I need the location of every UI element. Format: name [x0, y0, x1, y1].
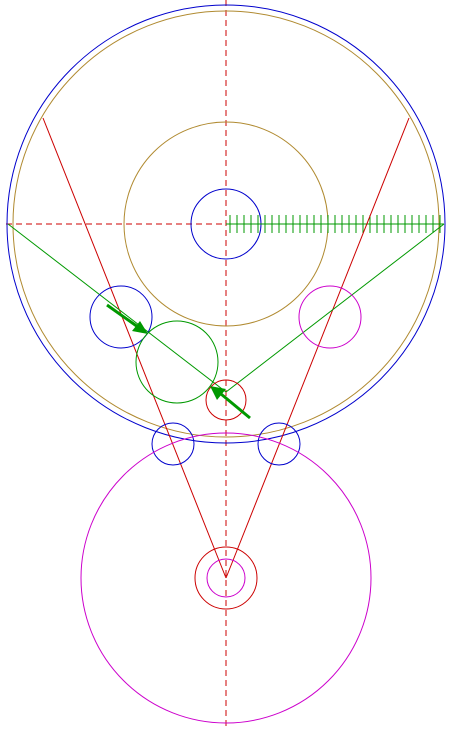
lower-hub-magenta-circle	[206, 558, 246, 598]
green-circle	[135, 320, 219, 404]
lower-hub-red-circle	[194, 546, 258, 610]
magenta-circle-right	[298, 285, 362, 349]
red-small-circle	[205, 379, 247, 421]
blue-circle-left	[89, 285, 153, 349]
radius-hatch	[226, 215, 444, 233]
arrow-icon	[210, 386, 251, 420]
blue-contact-circle-right	[257, 422, 301, 466]
green-line-left	[7, 223, 227, 393]
blue-contact-circle-left	[151, 422, 195, 466]
arrow-icon	[106, 303, 148, 334]
lower-wheel-circle	[80, 432, 372, 724]
green-line-right	[225, 223, 445, 393]
red-v-line-left	[42, 117, 227, 579]
outer-wheel-circle	[6, 4, 446, 444]
red-v-line-right	[225, 117, 410, 579]
